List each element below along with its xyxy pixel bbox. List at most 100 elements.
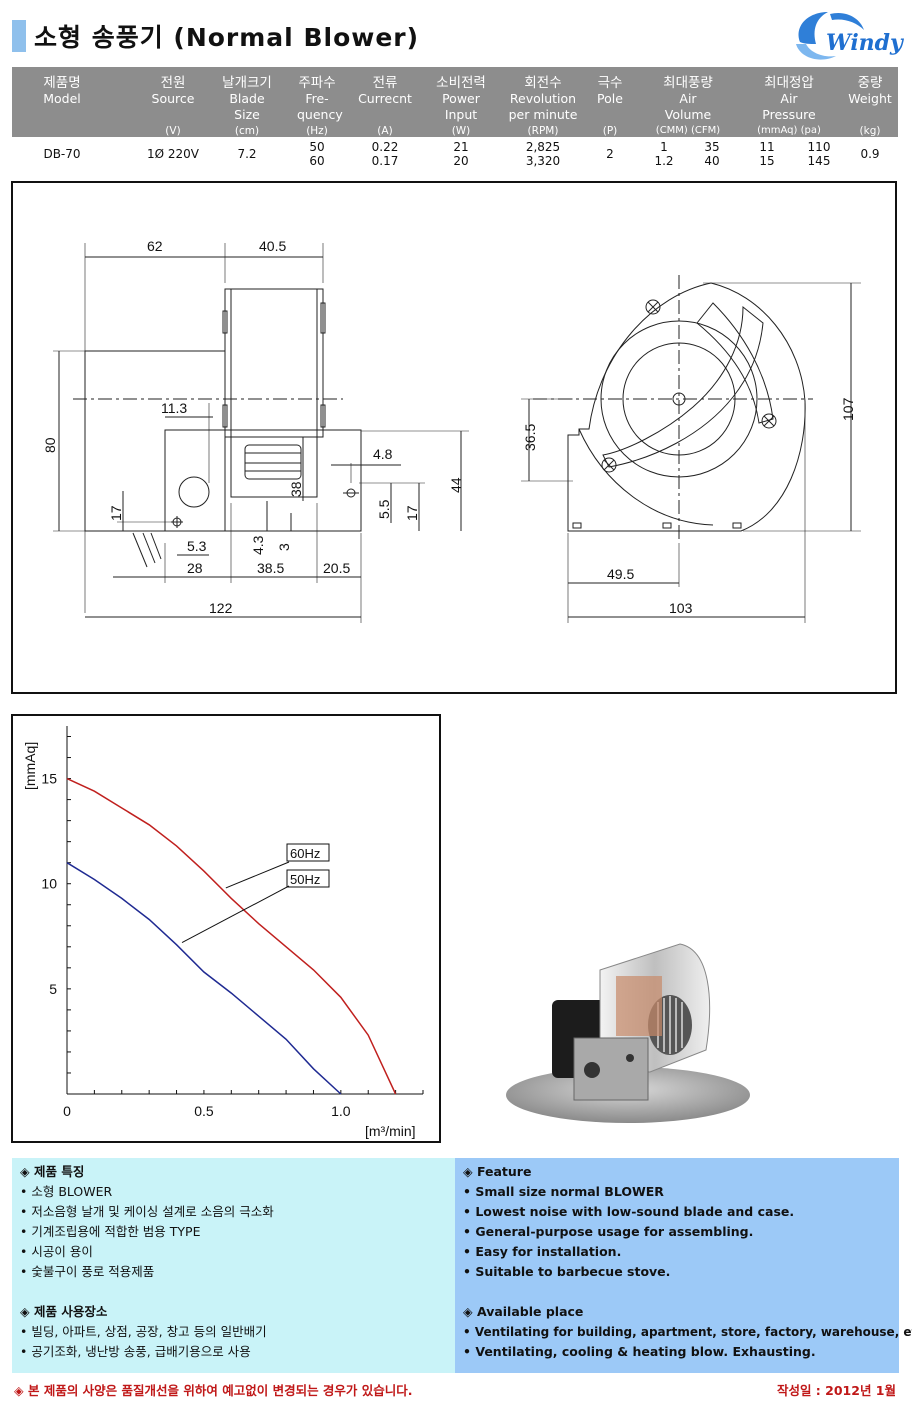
footer-date: 작성일 : 2012년 1월 — [776, 1383, 896, 1398]
y-axis-label: [mmAq] — [22, 742, 38, 790]
dim-44: 44 — [448, 477, 464, 493]
features-korean: ◈ 제품 특징 • 소형 BLOWER • 저소음형 날개 및 케이싱 설계로 … — [12, 1158, 455, 1373]
legend-box-60hz — [286, 843, 330, 862]
series-line-50hz — [66, 862, 342, 1095]
dim-38-5: 38.5 — [257, 560, 284, 576]
legend-leader — [181, 885, 290, 944]
dim-4-8: 4.8 — [373, 446, 393, 462]
dim-49-5: 49.5 — [607, 566, 634, 582]
cell-power-50: 21 — [453, 140, 469, 154]
cell-mmaq-60: 15 — [759, 154, 775, 168]
place-ko-heading: ◈ 제품 사용장소 — [20, 1304, 108, 1319]
features-english: ◈ Feature • Small size normal BLOWER • L… — [455, 1158, 912, 1373]
page-title: 소형 송풍기 (Normal Blower) — [34, 23, 420, 52]
cell-source: 1Ø 220V — [146, 147, 199, 161]
dim-80: 80 — [42, 437, 58, 453]
cell-freq-50: 50 — [309, 140, 325, 154]
legend-label-60hz: 60Hz — [290, 846, 320, 861]
spec-table-row: DB-70 1Ø 220V 7.2 50 60 0.22 0.17 21 20 … — [12, 138, 898, 172]
place-en-item: • Ventilating for building, apartment, s… — [463, 1325, 912, 1339]
feature-en-heading: ◈ Feature — [463, 1164, 532, 1179]
dim-5-5: 5.5 — [376, 499, 392, 519]
cell-current-50: 0.22 — [371, 140, 399, 154]
dim-62: 62 — [147, 238, 163, 254]
feature-en-item: • General-purpose usage for assembling. — [463, 1224, 754, 1239]
cell-mmaq-50: 11 — [759, 140, 775, 154]
dim-4-3: 4.3 — [250, 535, 266, 555]
cell-cmm-50: 1 — [660, 140, 668, 154]
side-view — [53, 243, 469, 623]
dim-122: 122 — [209, 600, 233, 616]
dim-5-3: 5.3 — [187, 538, 207, 554]
x-tick-label: 0.5 — [194, 1103, 214, 1119]
feature-en-item: • Small size normal BLOWER — [463, 1184, 664, 1199]
place-en-heading: ◈ Available place — [463, 1304, 584, 1319]
feature-ko-item: • 기계조립용에 적합한 범용 TYPE — [20, 1224, 201, 1239]
series-line-60hz — [66, 777, 397, 1095]
dim-38: 38 — [288, 481, 304, 497]
cell-cmm-60: 1.2 — [654, 154, 674, 168]
front-view — [521, 275, 861, 623]
place-en-item: • Ventilating, cooling & heating blow. E… — [463, 1344, 816, 1359]
y-tick-label: 15 — [41, 771, 57, 787]
place-ko-item: • 공기조화, 냉난방 송풍, 급배기용으로 사용 — [20, 1344, 251, 1359]
dim-36-5: 36.5 — [522, 424, 538, 451]
logo-text: Windy — [826, 30, 904, 56]
windy-logo: Windy — [796, 12, 904, 60]
dim-17-right: 17 — [404, 505, 420, 521]
feature-ko-item: • 저소음형 날개 및 케이싱 설계로 소음의 극소화 — [20, 1204, 274, 1219]
y-tick-label: 5 — [49, 981, 57, 997]
dim-107: 107 — [840, 397, 856, 421]
legend-label-50hz: 50Hz — [290, 872, 320, 887]
feature-ko-heading: ◈ 제품 특징 — [20, 1164, 85, 1179]
cell-freq-60: 60 — [309, 154, 325, 168]
cell-cfm-60: 40 — [704, 154, 720, 168]
dim-40-5: 40.5 — [259, 238, 286, 254]
cell-rpm-60: 3,320 — [525, 154, 561, 168]
dim-11-3: 11.3 — [161, 400, 187, 416]
x-tick-label: 0 — [63, 1103, 71, 1119]
cell-weight: 0.9 — [860, 147, 880, 161]
legend-box-50hz — [286, 869, 330, 888]
dim-28: 28 — [187, 560, 203, 576]
cell-cfm-50: 35 — [704, 140, 720, 154]
x-axis-label: [m³/min] — [365, 1123, 416, 1139]
dimension-drawing: 62 40.5 11.3 80 38 4.8 44 17 5.5 17 4.3 … — [11, 181, 897, 694]
dim-3: 3 — [276, 543, 292, 551]
legend-leader — [225, 861, 290, 889]
feature-ko-item: • 소형 BLOWER — [20, 1184, 113, 1199]
cell-model: DB-70 — [43, 147, 81, 161]
x-tick-label: 1.0 — [331, 1103, 351, 1119]
cell-pole: 2 — [606, 147, 614, 161]
feature-en-item: • Suitable to barbecue stove. — [463, 1264, 671, 1279]
footer-notice: ◈ 본 제품의 사양은 품질개선을 위하여 예고없이 변경되는 경우가 있습니다… — [14, 1383, 413, 1398]
feature-en-item: • Easy for installation. — [463, 1244, 622, 1259]
product-photo — [506, 943, 750, 1123]
cell-power-60: 20 — [453, 154, 469, 168]
y-tick-label: 10 — [41, 876, 57, 892]
feature-en-item: • Lowest noise with low-sound blade and … — [463, 1204, 795, 1219]
feature-ko-item: • 숯불구이 풍로 적용제품 — [20, 1264, 155, 1279]
cell-blade: 7.2 — [237, 147, 257, 161]
dim-20-5: 20.5 — [323, 560, 350, 576]
title-accent-bar — [12, 20, 26, 52]
cell-pa-50: 110 — [807, 140, 831, 154]
cell-pa-60: 145 — [807, 154, 831, 168]
performance-chart: [mmAq] [m³/min] 0 0.5 1.0 5 10 15 60Hz 50Hz — [11, 714, 441, 1143]
cell-rpm-50: 2,825 — [525, 140, 561, 154]
cell-current-60: 0.17 — [371, 154, 399, 168]
dim-17-left: 17 — [108, 505, 124, 521]
place-ko-item: • 빌딩, 아파트, 상점, 공장, 창고 등의 일반배기 — [20, 1324, 267, 1339]
dim-103: 103 — [669, 600, 693, 616]
